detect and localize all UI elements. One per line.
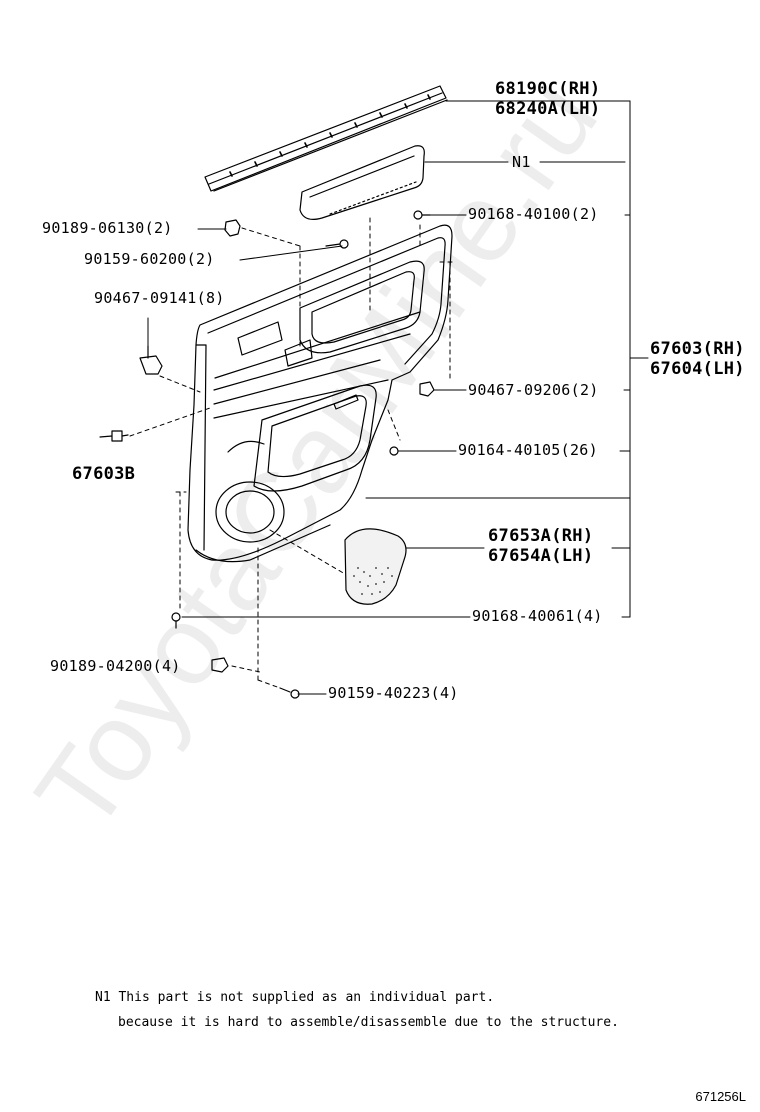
clip-90189-06130: [224, 219, 241, 237]
label-90467-09206: 90467-09206(2): [468, 381, 599, 399]
clip-90467-09206: [419, 381, 435, 397]
screw-90159-40223: [279, 687, 300, 699]
footnote-line-1: N1 This part is not supplied as an indiv…: [95, 990, 495, 1005]
label-90467-09141: 90467-09141(8): [94, 289, 225, 307]
screw-90168-40061: [171, 612, 181, 629]
clip-67603b: [99, 430, 129, 442]
nut-90189-04200: [211, 657, 229, 673]
leader-lines: [147, 100, 649, 695]
label-68240a: 68240A(LH): [495, 99, 601, 119]
label-90189-06130: 90189-06130(2): [42, 219, 173, 237]
armrest-pad: [299, 145, 425, 220]
belt-moulding-strip: [204, 85, 448, 192]
label-67603b: 67603B: [72, 464, 136, 484]
speaker-grille: [344, 528, 407, 605]
label-90159-40223: 90159-40223(4): [328, 684, 459, 702]
label-n1: N1: [512, 153, 531, 171]
screw-90168-40100: [413, 210, 431, 220]
label-67603: 67603(RH): [650, 339, 745, 359]
label-90159-60200: 90159-60200(2): [84, 250, 215, 268]
label-67653a: 67653A(RH): [488, 526, 594, 546]
footnote-line-2: because it is hard to assemble/disassemb…: [118, 1015, 619, 1030]
door-trim-board: [187, 224, 453, 563]
label-90168-40100: 90168-40100(2): [468, 205, 599, 223]
label-90189-04200: 90189-04200(4): [50, 657, 181, 675]
guide-lines: [129, 217, 453, 689]
clip-90164-40105: [389, 446, 399, 456]
label-67604: 67604(LH): [650, 359, 745, 379]
label-90168-40061: 90168-40061(4): [472, 607, 603, 625]
diagram-code: 671256L: [695, 1089, 746, 1104]
clip-90467-09141: [139, 345, 163, 375]
label-68190c: 68190C(RH): [495, 79, 601, 99]
label-90164-40105: 90164-40105(26): [458, 441, 598, 459]
label-67654a: 67654A(LH): [488, 546, 594, 566]
